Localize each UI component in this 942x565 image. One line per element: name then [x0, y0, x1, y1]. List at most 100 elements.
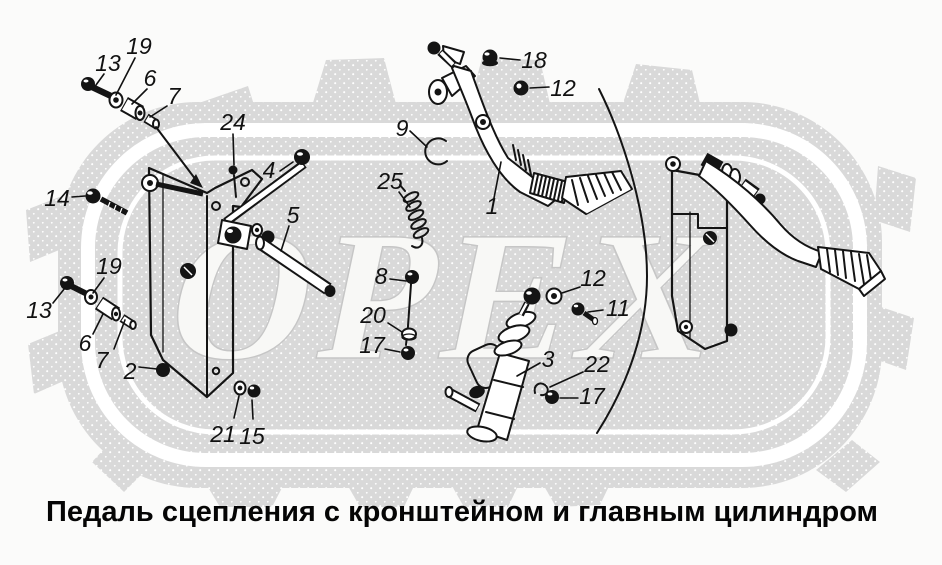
flange-hole: [211, 201, 221, 211]
bolt-11: [571, 302, 599, 326]
callout-number-11: 11: [606, 295, 630, 321]
callout-leader-1: [493, 161, 502, 199]
callout-leader-14: [71, 195, 86, 198]
pivot-bolt-kit-lower: [60, 276, 137, 330]
callout-number-13: 13: [26, 297, 52, 323]
bracket-hole: [211, 366, 221, 376]
nut-15: [247, 384, 261, 398]
callout-leader-11: [587, 309, 604, 313]
right-pedal-lever: [698, 160, 823, 268]
callout-leader-21: [233, 395, 240, 419]
callout-number-9: 9: [396, 115, 409, 141]
long-reference-line: [596, 88, 648, 434]
callout-number-2: 2: [123, 358, 137, 384]
callout-number-7: 7: [96, 347, 110, 373]
callout-number-8: 8: [375, 263, 388, 289]
pushrod-ball: [523, 287, 541, 305]
flange-hole: [240, 177, 250, 187]
nut-17-lower: [545, 390, 559, 404]
nut-17-upper: [401, 346, 415, 360]
pointer-arrow-head: [190, 174, 203, 188]
callout-number-7: 7: [168, 83, 182, 109]
callout-leader-13: [52, 287, 66, 304]
callout-leader-9: [409, 130, 428, 148]
callout-number-4: 4: [263, 157, 276, 183]
pedal-pad-hatch: [571, 171, 622, 206]
callout-leader-13: [95, 73, 105, 86]
callout-leader-7: [113, 319, 126, 350]
snap-ring-9: [424, 137, 448, 166]
callout-leader-12: [529, 86, 550, 89]
bellows: [493, 339, 523, 357]
bracket-bolt: [156, 363, 170, 377]
cylinder-boss: [469, 385, 485, 399]
callout-number-18: 18: [521, 47, 547, 73]
callout-number-24: 24: [219, 109, 246, 135]
right-bracket-assembly: [665, 152, 886, 351]
callout-number-17: 17: [579, 383, 606, 409]
callout-leader-19: [92, 277, 105, 294]
callout-number-19: 19: [126, 33, 152, 59]
callout-number-12: 12: [550, 75, 576, 101]
lever-hatch-dashes: [512, 144, 532, 176]
callout-number-12: 12: [580, 265, 606, 291]
pivot-bolt-kit-upper: [81, 77, 203, 188]
callout-leader-24: [232, 133, 235, 166]
callout-number-22: 22: [583, 351, 610, 377]
parts-drawing: [60, 41, 886, 443]
nut-18: [482, 49, 498, 67]
callout-leader-5: [280, 225, 290, 252]
pedal-rod-ball: [427, 41, 441, 55]
pointer-arrow-line: [155, 126, 197, 181]
callout-leader-4: [279, 161, 294, 172]
callout-number-5: 5: [287, 202, 300, 228]
callout-number-6: 6: [144, 65, 157, 91]
callout-leader-22: [549, 371, 584, 388]
nut-20: [401, 327, 417, 341]
callout-number-3: 3: [542, 346, 555, 372]
pivot-block-bolt: [224, 226, 242, 244]
callout-leader-7: [149, 105, 168, 118]
callout-number-25: 25: [376, 168, 403, 194]
callout-number-14: 14: [44, 185, 70, 211]
pedal-lever: [451, 65, 561, 207]
pin-24: [228, 165, 238, 198]
cap-12-upper: [513, 80, 529, 96]
callout-leader-25: [398, 191, 411, 208]
callout-leader-3: [516, 362, 541, 377]
clutch-pedal: [427, 41, 633, 215]
callout-leader-12: [561, 286, 581, 294]
callout-number-17: 17: [359, 332, 386, 358]
callout-leader-6: [92, 313, 104, 335]
cylinder-body: [476, 352, 530, 441]
callout-number-21: 21: [209, 421, 236, 447]
callout-number-19: 19: [96, 253, 122, 279]
cap-12-lower: [545, 287, 563, 305]
callout-leader-17: [384, 348, 401, 353]
plate-bolt: [724, 323, 738, 337]
return-spring-25: [399, 184, 430, 249]
callout-number-13: 13: [95, 50, 121, 76]
callout-leader-2: [138, 366, 158, 370]
left-bracket: [141, 160, 307, 399]
pedal-shaft-5: [255, 235, 336, 297]
bolt-14: [85, 188, 129, 216]
right-pad-hatch: [826, 248, 872, 285]
callout-leader-20: [387, 322, 403, 333]
callout-leader-6: [131, 88, 148, 105]
support-bar: [155, 181, 204, 197]
right-pad-underside: [858, 270, 886, 297]
callout-number-1: 1: [486, 193, 499, 219]
master-cylinder: [444, 287, 541, 443]
cylinder-cap: [466, 425, 498, 443]
callout-leader-19: [115, 57, 136, 96]
nut-4: [294, 149, 310, 165]
callout-leader-15: [251, 399, 254, 420]
callout-leader-18: [499, 57, 521, 61]
callout-leader-8: [389, 278, 407, 282]
callout-number-20: 20: [359, 302, 386, 328]
figure-title: Педаль сцепления с кронштейном и главным…: [46, 496, 878, 528]
